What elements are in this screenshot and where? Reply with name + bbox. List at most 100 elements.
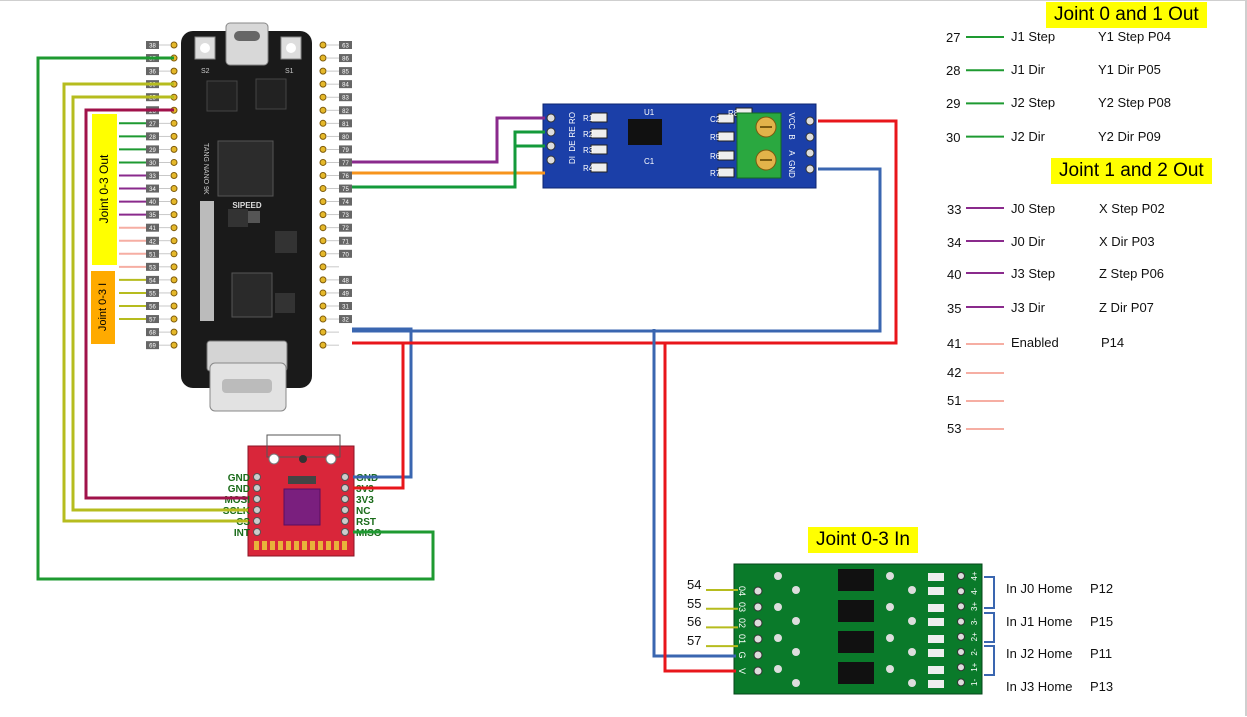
board-brand: SIPEED	[232, 201, 262, 210]
imu-pin-label: RST	[356, 517, 376, 528]
opto-pad	[753, 618, 763, 628]
imu-bottom-pad	[262, 541, 267, 550]
pin-tag	[339, 106, 352, 115]
output-pin-number: 27	[946, 30, 961, 45]
wire-maroon-mosi	[84, 108, 248, 500]
pin-number: 75	[342, 187, 349, 193]
output-port: P14	[1101, 335, 1125, 350]
imu-pad	[253, 484, 261, 492]
opto-led	[886, 572, 894, 580]
pin-pad	[319, 80, 327, 88]
pin-number: 73	[342, 213, 349, 219]
wire-blue-gnd	[352, 327, 413, 479]
pin-pad	[319, 132, 327, 140]
output-pin-number: 42	[947, 365, 962, 380]
opto-pad	[753, 586, 763, 596]
rs485-pad	[546, 141, 556, 151]
output-name: J2 Dir	[1011, 128, 1045, 144]
side-in-label-box	[91, 271, 115, 344]
output-pin-number: 41	[947, 336, 962, 351]
input-port: P13	[1090, 679, 1114, 695]
output-port: Y1 Dir P05	[1098, 62, 1161, 78]
opto-pad	[957, 678, 965, 687]
pin-number: 53	[149, 265, 156, 271]
rs485-component-label: U1	[644, 108, 655, 117]
pin-pad	[170, 67, 178, 75]
opto-led	[774, 665, 782, 673]
pin-pad	[319, 93, 327, 101]
pin-number: 82	[342, 109, 349, 115]
input-port: P11	[1090, 646, 1113, 662]
header-joint12-out: Joint 1 and 2 Out	[1051, 158, 1212, 184]
pin-pad	[319, 172, 327, 179]
rs485-pad	[805, 164, 815, 174]
pin-number: 38	[149, 44, 156, 50]
opto-pad	[753, 650, 763, 660]
pin-tag	[339, 119, 352, 128]
opto-led	[792, 586, 800, 594]
output-pin-number: 51	[947, 393, 962, 408]
output-pin-number: 30	[946, 129, 961, 145]
input-label: In J2 Home	[1006, 646, 1073, 662]
pin-number: 72	[342, 226, 349, 232]
input-pin-number: 57	[687, 633, 702, 649]
pin-number: 35	[149, 213, 156, 219]
opto-pad	[753, 666, 763, 676]
pin-pad	[319, 263, 327, 271]
imu-pad	[253, 495, 261, 503]
pin-pad	[170, 198, 178, 206]
imu-pin-label: GND	[228, 473, 250, 484]
opto-led	[774, 634, 782, 642]
pin-number: 70	[342, 252, 349, 258]
output-name: J3 Step	[1011, 266, 1056, 281]
pin-pad	[319, 289, 327, 297]
rs485-component	[717, 131, 735, 142]
imu-pin-label: GND	[228, 484, 250, 495]
pin-leads	[119, 122, 146, 321]
legend-dashes	[966, 36, 1004, 430]
header-joint03-in: Joint 0-3 In	[808, 527, 918, 553]
output-pin-number: 53	[947, 421, 962, 436]
opto-led	[792, 679, 800, 687]
wire-red-rs485-vcc	[352, 119, 898, 345]
opto-pad	[957, 602, 965, 611]
tang-nano-board: S2 S1 SIPEED TANG NANO 9K 38373639252627…	[146, 22, 352, 412]
rs485-component	[717, 150, 735, 161]
opto-pad	[753, 634, 763, 644]
pin-number: 26	[149, 109, 156, 115]
imu-pad	[253, 517, 261, 525]
pin-tag	[339, 223, 352, 232]
opto-led	[908, 617, 916, 625]
pin-tag	[146, 119, 159, 128]
pin-tag	[339, 288, 352, 297]
pin-tag	[146, 184, 159, 193]
pin-number: 34	[149, 187, 156, 193]
opto-pin-label: 02	[737, 618, 747, 628]
input-port: P12	[1090, 581, 1114, 596]
pin-pad	[170, 145, 178, 153]
opto-led	[908, 586, 916, 594]
opto-chip	[838, 600, 874, 622]
pin-number: 32	[342, 318, 349, 324]
rs485-component-label: R5	[710, 133, 721, 142]
imu-bottom-pads	[254, 541, 347, 550]
rs485-component-label: C1	[644, 157, 655, 166]
imu-pad	[341, 473, 349, 481]
pin-number: 39	[149, 83, 156, 89]
output-name: J0 Dir	[1011, 234, 1045, 249]
pin-pad	[170, 341, 178, 349]
pin-tag	[339, 249, 352, 258]
pin-tag	[339, 132, 352, 141]
pin-pad	[170, 237, 178, 245]
board-left-pins: 3837363925262728293033344035414251535455…	[146, 41, 178, 350]
pin-pad	[170, 211, 178, 219]
pin-number: 25	[149, 96, 156, 102]
pin-tag	[146, 171, 159, 180]
opto-pin-label: 2+	[970, 632, 979, 641]
pin-number: 80	[342, 135, 349, 141]
pin-tag	[146, 41, 159, 49]
pin-tag	[146, 275, 159, 284]
